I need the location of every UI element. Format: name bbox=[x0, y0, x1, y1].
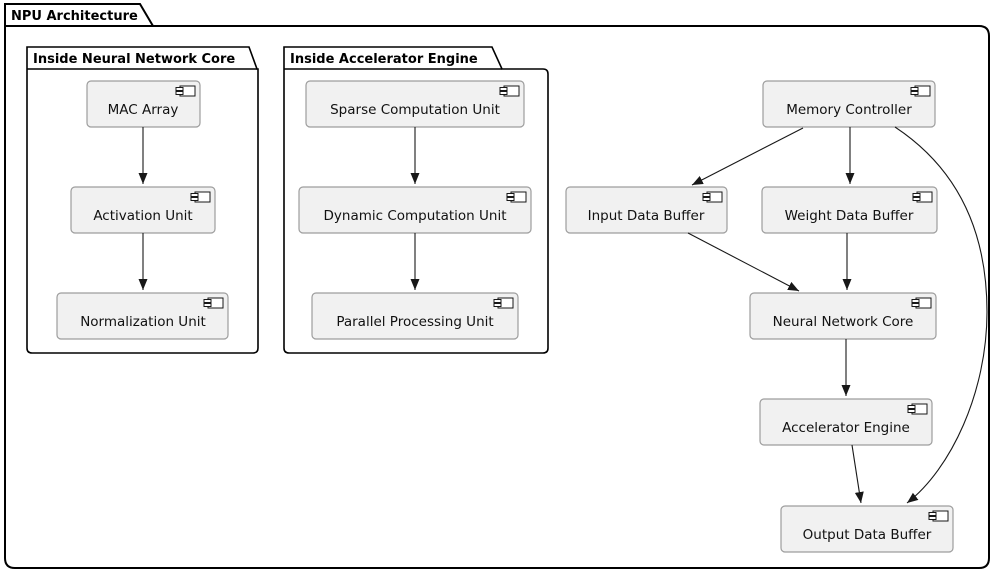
component-label: Parallel Processing Unit bbox=[336, 314, 493, 330]
component-icon bbox=[203, 297, 224, 309]
component-icon bbox=[702, 191, 723, 203]
frame-title: Inside Neural Network Core bbox=[33, 52, 235, 67]
edge-input-data-buffer-to-neural-network-core bbox=[687, 232, 800, 292]
component-label: Memory Controller bbox=[786, 102, 912, 118]
component-mac-array: MAC Array bbox=[86, 80, 201, 128]
component-icon bbox=[907, 403, 928, 415]
component-icon bbox=[493, 297, 514, 309]
edge-accelerator-engine-to-output-data-buffer bbox=[851, 444, 864, 504]
component-neural-network-core: Neural Network Core bbox=[749, 292, 937, 340]
component-label: Dynamic Computation Unit bbox=[324, 208, 507, 224]
component-label: Activation Unit bbox=[93, 208, 192, 224]
component-label: MAC Array bbox=[108, 102, 179, 118]
component-icon bbox=[928, 510, 949, 522]
edge-memory-controller-to-output-data-buffer bbox=[894, 126, 988, 504]
component-box bbox=[56, 292, 229, 340]
component-accelerator-engine: Accelerator Engine bbox=[759, 398, 933, 446]
component-icon bbox=[910, 85, 931, 97]
component-dynamic-computation-unit: Dynamic Computation Unit bbox=[298, 186, 532, 234]
component-label: Accelerator Engine bbox=[782, 420, 910, 436]
component-box bbox=[749, 292, 937, 340]
component-label: Neural Network Core bbox=[773, 314, 914, 330]
component-box bbox=[759, 398, 933, 446]
component-parallel-processing-unit: Parallel Processing Unit bbox=[311, 292, 519, 340]
component-weight-data-buffer: Weight Data Buffer bbox=[761, 186, 938, 234]
component-icon bbox=[506, 191, 527, 203]
component-icon bbox=[912, 191, 933, 203]
component-normalization-unit: Normalization Unit bbox=[56, 292, 229, 340]
component-box bbox=[565, 186, 728, 234]
component-output-data-buffer: Output Data Buffer bbox=[780, 505, 954, 553]
component-icon bbox=[175, 85, 196, 97]
component-label: Input Data Buffer bbox=[588, 208, 705, 224]
component-box bbox=[780, 505, 954, 553]
component-label: Sparse Computation Unit bbox=[330, 102, 500, 118]
component-icon bbox=[190, 191, 211, 203]
edge-memory-controller-to-input-data-buffer bbox=[691, 127, 804, 186]
component-input-data-buffer: Input Data Buffer bbox=[565, 186, 728, 234]
component-sparse-computation-unit: Sparse Computation Unit bbox=[305, 80, 525, 128]
component-label: Output Data Buffer bbox=[803, 527, 932, 543]
component-icon bbox=[911, 297, 932, 309]
frame-title: Inside Accelerator Engine bbox=[290, 52, 478, 67]
frame-title: NPU Architecture bbox=[11, 9, 138, 24]
component-box bbox=[311, 292, 519, 340]
component-label: Weight Data Buffer bbox=[785, 208, 914, 224]
component-label: Normalization Unit bbox=[80, 314, 206, 330]
edges bbox=[138, 126, 988, 504]
component-box bbox=[761, 186, 938, 234]
component-activation-unit: Activation Unit bbox=[70, 186, 216, 234]
component-memory-controller: Memory Controller bbox=[762, 80, 936, 128]
component-icon bbox=[499, 85, 520, 97]
component-box bbox=[762, 80, 936, 128]
